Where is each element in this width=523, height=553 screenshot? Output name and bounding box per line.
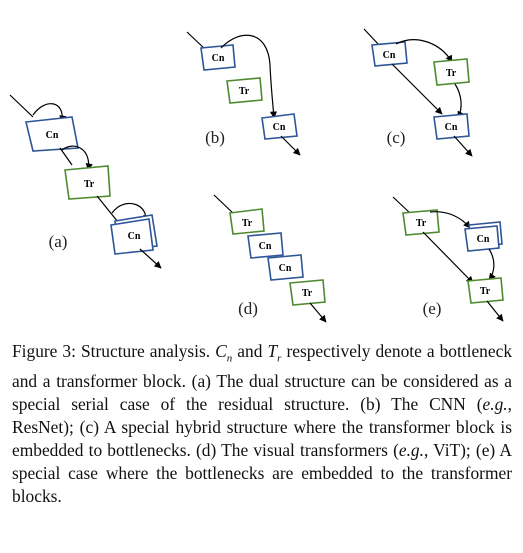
cnn-label: Cn bbox=[46, 130, 59, 141]
sub-label-e: (e) bbox=[423, 299, 442, 318]
transformer-label: Tr bbox=[239, 86, 250, 97]
figure-caption: Figure 3: Structure analysis. Cn and Tr … bbox=[12, 340, 512, 508]
cnn-label: Cn bbox=[273, 122, 286, 133]
cnn-block: Cn bbox=[200, 44, 236, 71]
transformer-symbol: Tr bbox=[267, 341, 282, 365]
transformer-block: Tr bbox=[229, 208, 265, 235]
transformer-block: Tr bbox=[433, 58, 470, 86]
arrow bbox=[392, 196, 412, 215]
cnn-label: Cn bbox=[212, 53, 225, 64]
sub-label-a: (a) bbox=[49, 232, 68, 251]
caption-mid2: , ViT); (e) A special case where the bot… bbox=[12, 440, 512, 507]
panel-e: Tr Cn Tr (e) bbox=[392, 196, 504, 322]
caption-eg: e.g. bbox=[398, 440, 424, 461]
arrow bbox=[280, 135, 301, 156]
cnn-block: Cn bbox=[267, 254, 304, 281]
cnn-block: Cn bbox=[433, 113, 470, 140]
arrow bbox=[59, 147, 73, 166]
panel-a: Cn Tr Cn (a) bbox=[9, 94, 162, 269]
caption-eg: e.g. bbox=[482, 394, 508, 415]
merge-arrow bbox=[454, 83, 465, 119]
arrow bbox=[486, 300, 504, 322]
cnn-label: Cn bbox=[259, 241, 272, 252]
cnn-block: Cn bbox=[371, 41, 408, 67]
figure-label: Figure 3: bbox=[12, 341, 76, 361]
residual-arrow bbox=[61, 145, 93, 171]
arrow bbox=[391, 63, 443, 115]
panel-b: Cn Tr Cn (b) bbox=[186, 31, 301, 156]
sub-label-d: (d) bbox=[238, 299, 258, 318]
transformer-block: Tr bbox=[64, 165, 111, 200]
panel-c: Cn Tr Cn (c) bbox=[363, 28, 473, 157]
arrow bbox=[9, 94, 34, 118]
arrow bbox=[186, 31, 207, 51]
structure-diagram: Cn Tr Cn (a) Cn Tr Cn bbox=[9, 28, 504, 323]
panel-d: Tr Cn Cn Tr (d) bbox=[213, 194, 327, 323]
cnn-label: Cn bbox=[279, 263, 292, 274]
transformer-label: Tr bbox=[480, 286, 491, 297]
cnn-block: Cn bbox=[247, 232, 284, 259]
cnn-label: Cn bbox=[383, 50, 396, 61]
branch-arrow bbox=[429, 211, 471, 229]
transformer-label: Tr bbox=[446, 68, 457, 79]
transformer-block: Tr bbox=[226, 77, 263, 104]
arrow bbox=[96, 195, 119, 223]
arrow bbox=[363, 28, 381, 47]
caption-title: Structure analysis. bbox=[80, 341, 211, 361]
transformer-block: Tr bbox=[289, 279, 326, 306]
sub-label-b: (b) bbox=[205, 128, 225, 147]
arrow bbox=[213, 194, 235, 215]
transformer-label: Tr bbox=[302, 288, 313, 299]
cnn-block: Cn bbox=[25, 116, 79, 152]
arrow bbox=[139, 248, 162, 269]
caption-desc: respectively denote a bottleneck and a t… bbox=[12, 341, 513, 415]
transformer-block: Tr bbox=[402, 209, 440, 236]
caption-mid1: , ResNet); (c) A special hybrid structur… bbox=[12, 394, 512, 461]
transformer-label: Tr bbox=[416, 218, 427, 229]
cnn-block: Cn bbox=[110, 214, 158, 255]
transformer-label: Tr bbox=[242, 218, 253, 229]
sub-label-c: (c) bbox=[387, 128, 406, 147]
cnn-block: Cn bbox=[464, 221, 503, 252]
cnn-label: Cn bbox=[477, 234, 490, 245]
arrow bbox=[453, 135, 473, 157]
transformer-label: Tr bbox=[84, 179, 95, 190]
cnn-label: Cn bbox=[128, 231, 141, 242]
arrow bbox=[309, 302, 327, 323]
transformer-block: Tr bbox=[467, 277, 504, 304]
cnn-block: Cn bbox=[261, 113, 298, 140]
branch-arrow bbox=[395, 39, 453, 63]
residual-arrow bbox=[32, 103, 67, 123]
cnn-symbol: Cn bbox=[215, 341, 233, 365]
skip-arrow bbox=[220, 34, 278, 119]
merge-arrow bbox=[488, 248, 496, 281]
caption-and: and bbox=[237, 341, 263, 361]
arrow bbox=[422, 231, 474, 284]
cnn-label: Cn bbox=[445, 122, 458, 133]
